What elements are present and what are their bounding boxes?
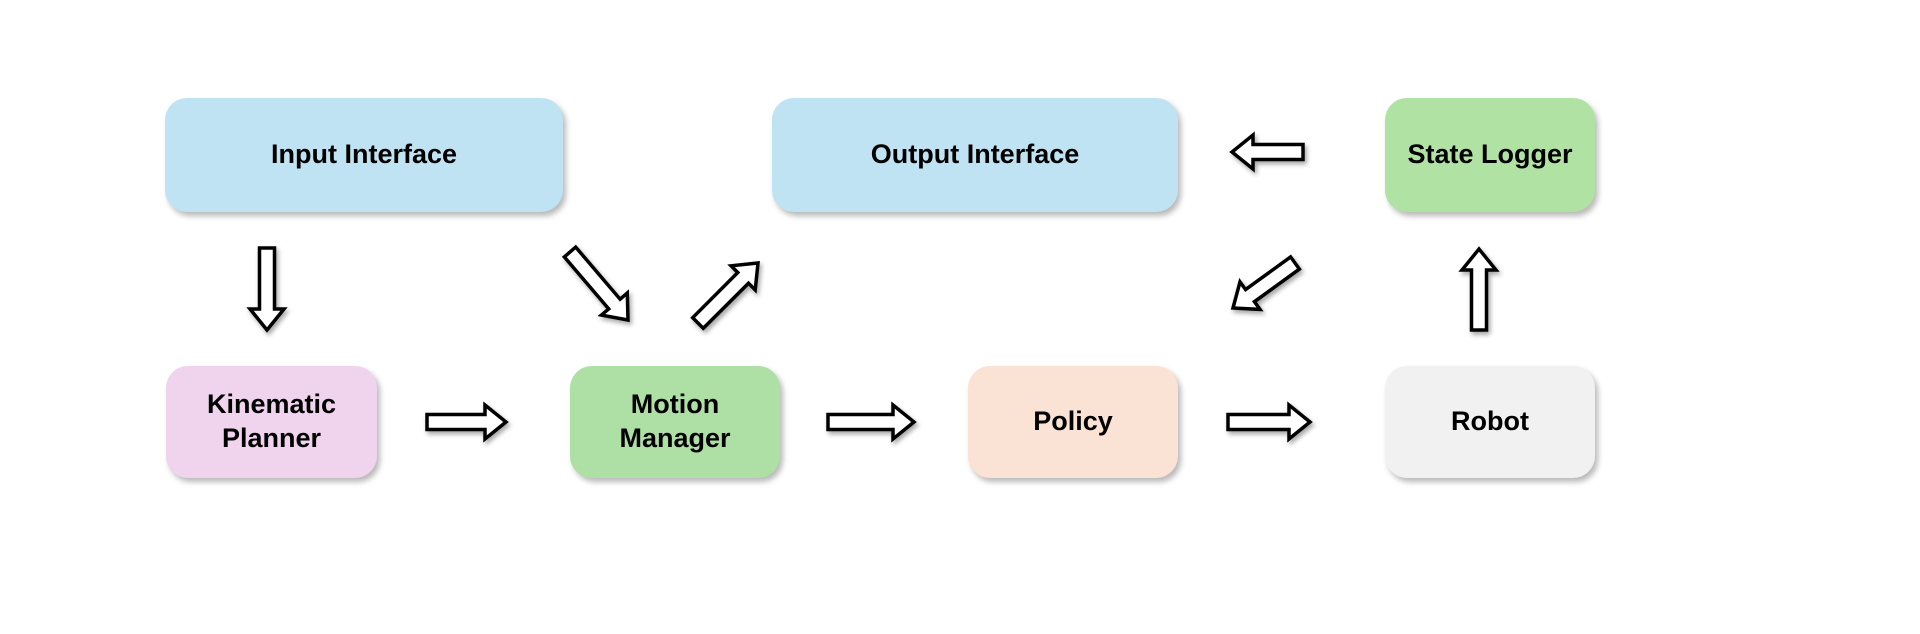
arrow-motion-to-policy-right [826,401,917,443]
node-label-state-logger: State Logger [1407,139,1573,170]
node-robot: Robot [1385,366,1595,478]
arrow-input-to-kinematic-planner-down [246,246,288,333]
node-state-logger: State Logger [1385,98,1595,212]
arrow-kinematic-planner-to-motion-right [425,401,509,443]
node-policy: Policy [968,366,1178,478]
node-label-policy: Policy [1033,406,1113,437]
node-label-output-interface: Output Interface [870,139,1080,170]
node-label-motion-manager: Motion Manager [619,389,731,453]
node-motion-manager: Motion Manager [570,366,780,478]
arrow-robot-to-state-logger-up [1458,246,1500,332]
arrow-motion-to-output-diagonal [690,261,760,331]
arrow-toward-policy-diagonal [1230,254,1302,312]
node-output-interface: Output Interface [772,98,1178,212]
node-kinematic-planner: Kinematic Planner [166,366,377,478]
arrow-into-motion-manager-diagonal [561,244,630,323]
node-label-input-interface: Input Interface [270,139,458,170]
node-label-kinematic-planner: Kinematic Planner [206,389,337,453]
arrow-state-logger-to-output-left [1229,131,1305,173]
node-label-robot: Robot [1451,406,1529,437]
arrow-policy-to-robot-right [1226,401,1313,443]
node-input-interface: Input Interface [165,98,563,212]
